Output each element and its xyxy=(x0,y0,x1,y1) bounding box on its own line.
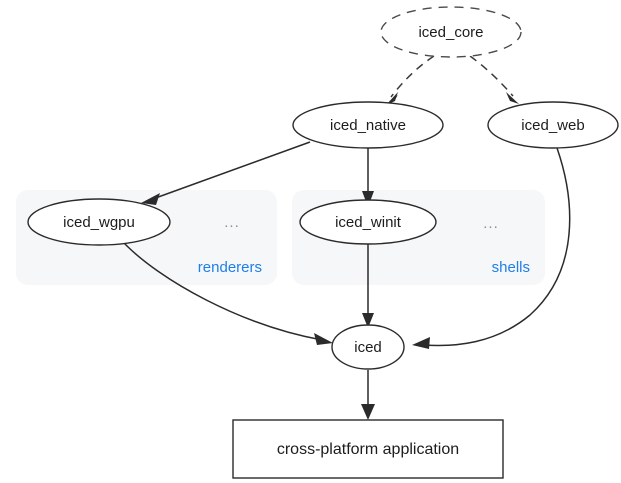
edge-iced-web-to-iced-line xyxy=(423,147,571,347)
node-iced-wgpu-label: iced_wgpu xyxy=(63,214,135,231)
node-application-label: cross-platform application xyxy=(277,441,459,458)
edge-iced-core-to-iced-native-arrowhead xyxy=(386,92,398,105)
edge-iced-native-to-iced-wgpu xyxy=(141,141,311,205)
node-application-shape[interactable] xyxy=(232,419,504,479)
node-iced-native-label: iced_native xyxy=(330,117,406,134)
node-iced-native-shape[interactable] xyxy=(292,101,444,149)
edge-iced-native-to-iced-winit-arrowhead xyxy=(362,191,374,207)
node-iced-wgpu-shape[interactable] xyxy=(27,198,171,246)
edge-iced-core-to-iced-native-line xyxy=(390,55,435,98)
cluster-shells-label: shells xyxy=(492,259,530,276)
node-iced[interactable]: iced xyxy=(331,324,405,370)
edge-iced-native-to-iced-wgpu-line xyxy=(149,141,311,201)
node-iced-web[interactable]: iced_web xyxy=(487,101,619,149)
edge-iced-native-to-iced-winit xyxy=(362,148,374,207)
cluster-renderers-label: renderers xyxy=(198,259,262,276)
node-iced-core-shape[interactable] xyxy=(380,6,522,58)
node-iced-wgpu[interactable]: iced_wgpu xyxy=(27,198,171,246)
edge-iced-wgpu-to-iced-arrowhead xyxy=(314,333,333,345)
edge-iced-core-to-iced-web-arrowhead xyxy=(506,92,519,104)
node-iced-shape[interactable] xyxy=(331,324,405,370)
node-iced-core[interactable]: iced_core xyxy=(380,6,522,58)
edge-iced-web-to-iced-arrowhead xyxy=(412,337,430,349)
node-iced-web-shape[interactable] xyxy=(487,101,619,149)
edge-iced-to-application xyxy=(361,370,375,420)
edge-iced-core-to-iced-web-line xyxy=(469,55,514,97)
node-application[interactable]: cross-platform application xyxy=(232,419,504,479)
edge-iced-core-to-iced-web xyxy=(469,55,519,104)
edge-iced-winit-to-iced xyxy=(362,240,374,328)
node-iced-web-label: iced_web xyxy=(521,117,584,134)
node-iced-native[interactable]: iced_native xyxy=(292,101,444,149)
edge-iced-to-application-arrowhead xyxy=(361,404,375,420)
node-iced-label: iced xyxy=(354,339,382,356)
cluster-shells-ellipsis: ... xyxy=(483,215,499,232)
edge-iced-wgpu-to-iced xyxy=(123,242,333,345)
node-iced-core-label: iced_core xyxy=(418,24,483,41)
edge-iced-web-to-iced xyxy=(412,147,571,349)
edge-iced-wgpu-to-iced-line xyxy=(123,242,323,341)
node-iced-winit[interactable]: iced_winit xyxy=(299,199,437,245)
edge-iced-native-to-iced-wgpu-arrowhead xyxy=(141,193,160,205)
node-iced-winit-shape[interactable] xyxy=(299,199,437,245)
edge-iced-winit-to-iced-arrowhead xyxy=(362,313,374,328)
node-iced-winit-label: iced_winit xyxy=(335,214,402,231)
cluster-renderers-ellipsis: ... xyxy=(224,214,240,231)
edge-iced-core-to-iced-native xyxy=(385,55,435,105)
